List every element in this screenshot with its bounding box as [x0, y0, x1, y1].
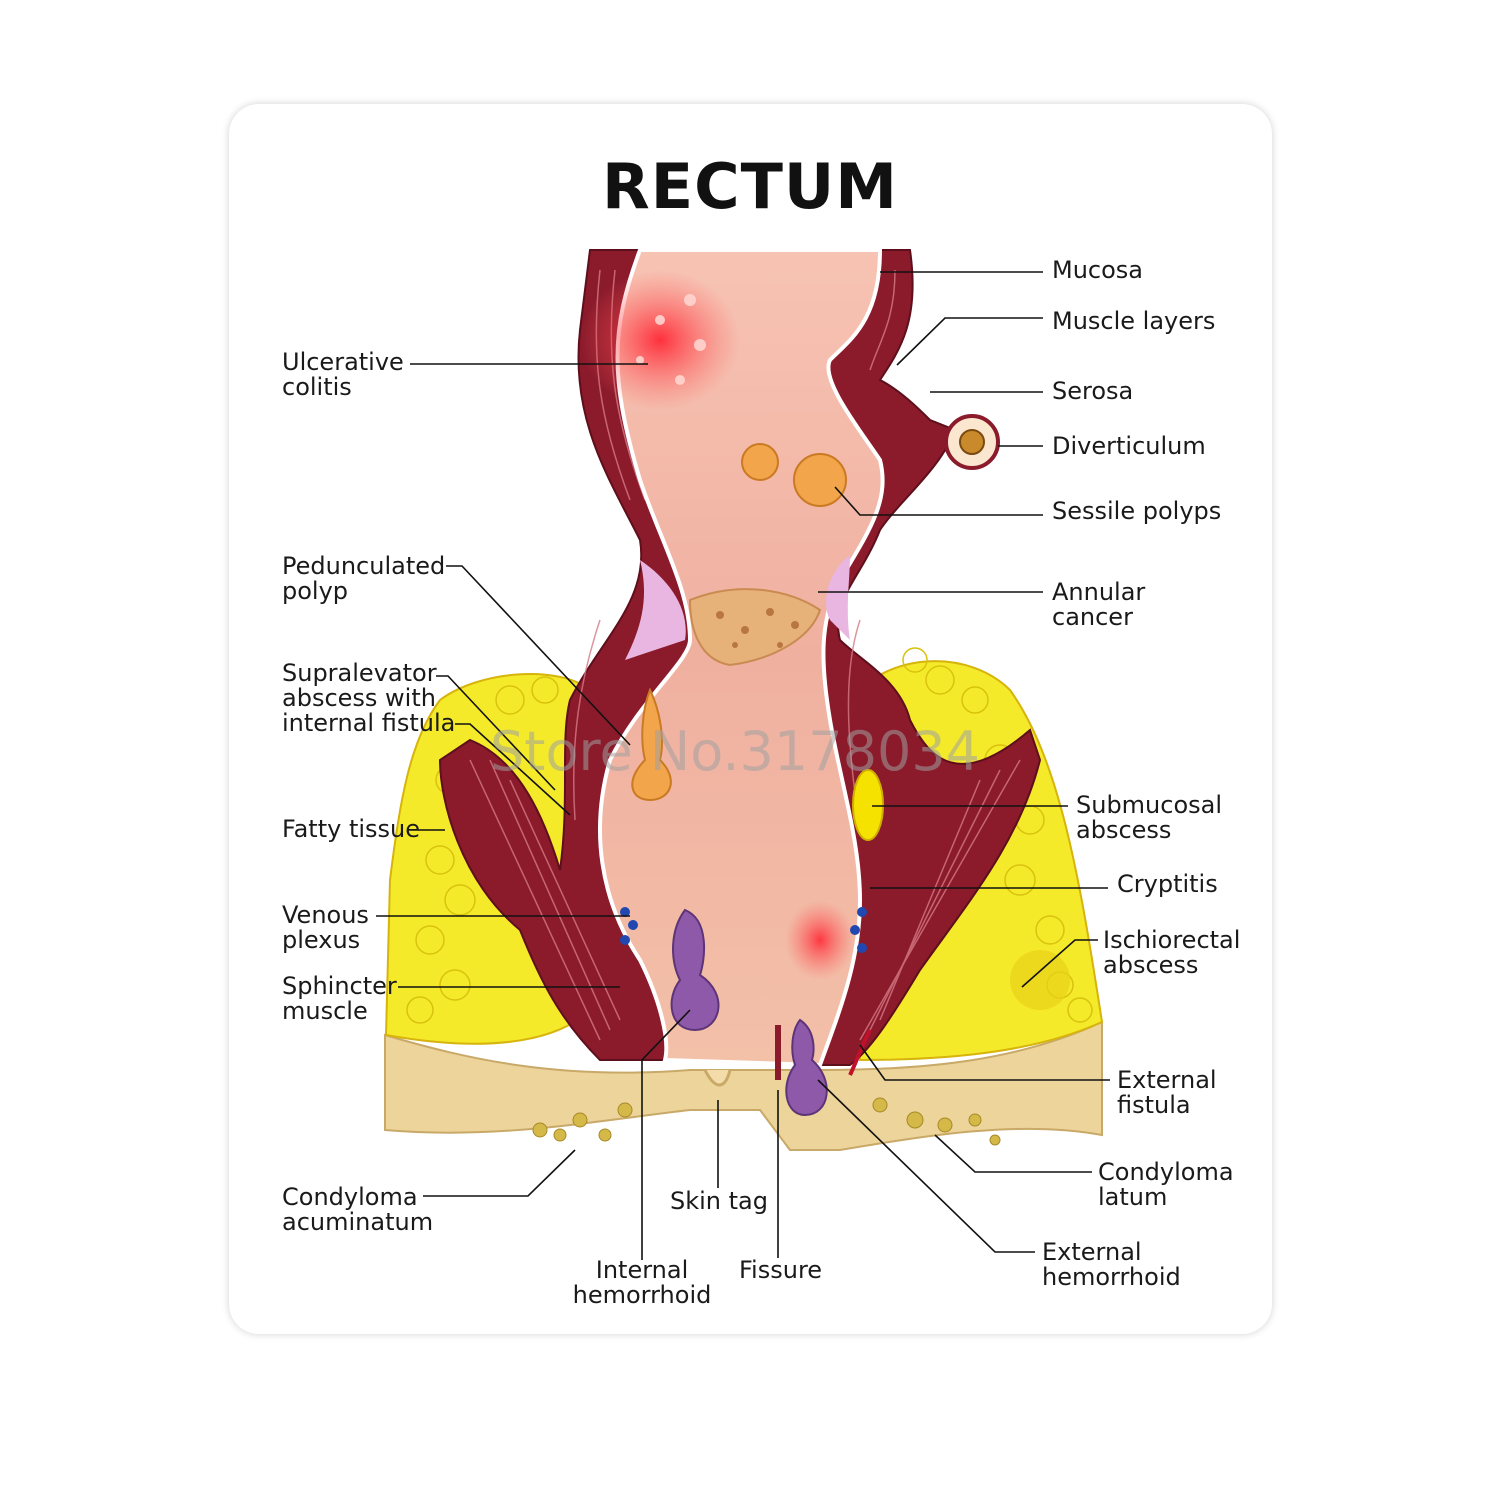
annular-cancer	[688, 588, 822, 667]
label-diverticulum: Diverticulum	[1052, 432, 1206, 460]
label-fissure: Fissure	[739, 1256, 823, 1284]
external-fistula	[848, 1029, 872, 1076]
label-sessile-polyps: Sessile polyps	[1052, 497, 1222, 525]
ischiorectal-abscess	[1010, 950, 1070, 1010]
ulcerative-colitis-area	[580, 270, 740, 410]
watermark: Store No.3178034	[490, 720, 981, 783]
condyloma-acuminatum	[532, 1102, 633, 1142]
submucosal-abscess	[852, 769, 884, 841]
label-serosa: Serosa	[1052, 377, 1134, 405]
label-fatty-tissue: Fatty tissue	[282, 815, 421, 843]
leader-lines	[376, 271, 1110, 1260]
cryptitis-spot	[785, 900, 855, 980]
label-muscle-layers: Muscle layers	[1052, 307, 1216, 335]
internal-hemorrhoid	[670, 908, 720, 1032]
sessile-polyp-2	[793, 453, 847, 507]
skin-tag	[703, 1069, 732, 1087]
label-cryptitis: Cryptitis	[1117, 870, 1218, 898]
condyloma-latum	[872, 1097, 1001, 1146]
pedunculated-polyp	[631, 687, 672, 802]
sessile-polyp-1	[741, 443, 779, 481]
external-hemorrhoid	[785, 1018, 828, 1117]
label-mucosa: Mucosa	[1052, 256, 1144, 284]
label-skin-tag: Skin tag	[670, 1187, 768, 1215]
page-title: RECTUM	[602, 150, 898, 223]
